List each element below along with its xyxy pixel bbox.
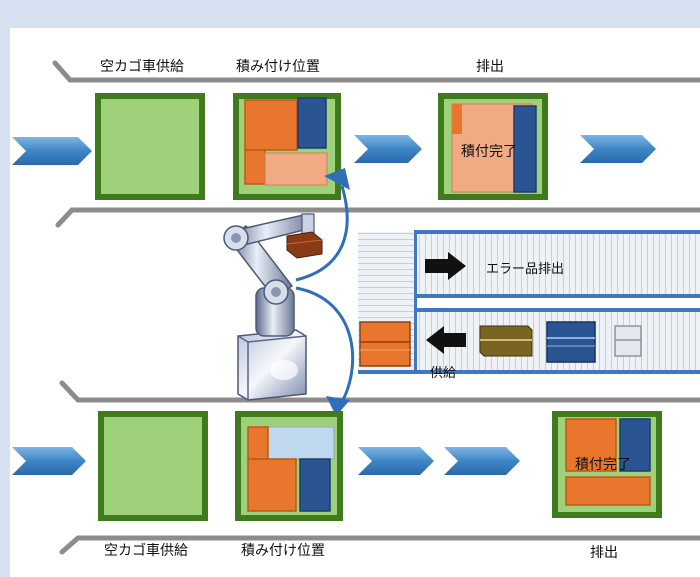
package-box	[565, 476, 651, 506]
label-supply: 供給	[430, 366, 457, 381]
package-box	[513, 105, 537, 193]
label-error-discharge: エラー品排出	[486, 262, 565, 277]
top-rail-1	[52, 60, 700, 83]
package-box	[614, 325, 642, 357]
bottom-lane	[12, 411, 662, 521]
package-box	[264, 152, 328, 186]
package-box	[359, 321, 411, 367]
label-loading-complete-bottom: 積付完了	[575, 457, 631, 473]
arrow-head-icon	[324, 168, 350, 190]
flow-arrow-icon	[580, 135, 656, 163]
package-box	[244, 99, 298, 151]
conveyor-system	[358, 230, 700, 374]
flow-arrow-icon	[354, 135, 422, 163]
transfer-arc-down	[295, 286, 355, 406]
package-box	[244, 149, 266, 185]
bottom-rail-1	[59, 380, 700, 403]
package-box	[619, 418, 651, 472]
package-box	[299, 458, 331, 512]
package-box	[452, 104, 462, 134]
label-empty-cage-supply-bottom: 空カゴ車供給	[104, 543, 188, 559]
package-box	[479, 325, 533, 357]
top-rail-2	[55, 207, 700, 228]
arrow-head-icon	[326, 396, 350, 416]
held-package-box	[286, 231, 323, 259]
flow-arrow-icon	[444, 447, 520, 475]
left-arrow-icon	[426, 326, 466, 354]
palletizing-robot	[223, 213, 323, 401]
flow-arrow-icon	[12, 447, 86, 475]
transfer-arc-up	[295, 185, 349, 282]
bottom-rail-2	[59, 535, 700, 555]
right-arrow-icon	[425, 252, 466, 280]
label-loading-complete-top: 積付完了	[461, 144, 517, 160]
package-box	[546, 321, 596, 363]
label-discharge-bottom: 排出	[590, 545, 618, 561]
package-box	[247, 426, 269, 460]
flow-arrow-icon	[358, 447, 434, 475]
package-box	[297, 97, 327, 149]
label-empty-cage-supply-top: 空カゴ車供給	[100, 59, 184, 75]
lane-rails	[52, 60, 700, 555]
package-box	[565, 418, 617, 472]
package-box	[247, 458, 297, 512]
transfer-motion-arrows	[295, 185, 355, 406]
label-loading-position-bottom: 積み付け位置	[241, 543, 325, 559]
label-discharge-top: 排出	[476, 59, 504, 75]
flow-arrow-icon	[12, 137, 92, 165]
top-lane	[12, 93, 656, 200]
label-loading-position-top: 積み付け位置	[236, 59, 320, 75]
